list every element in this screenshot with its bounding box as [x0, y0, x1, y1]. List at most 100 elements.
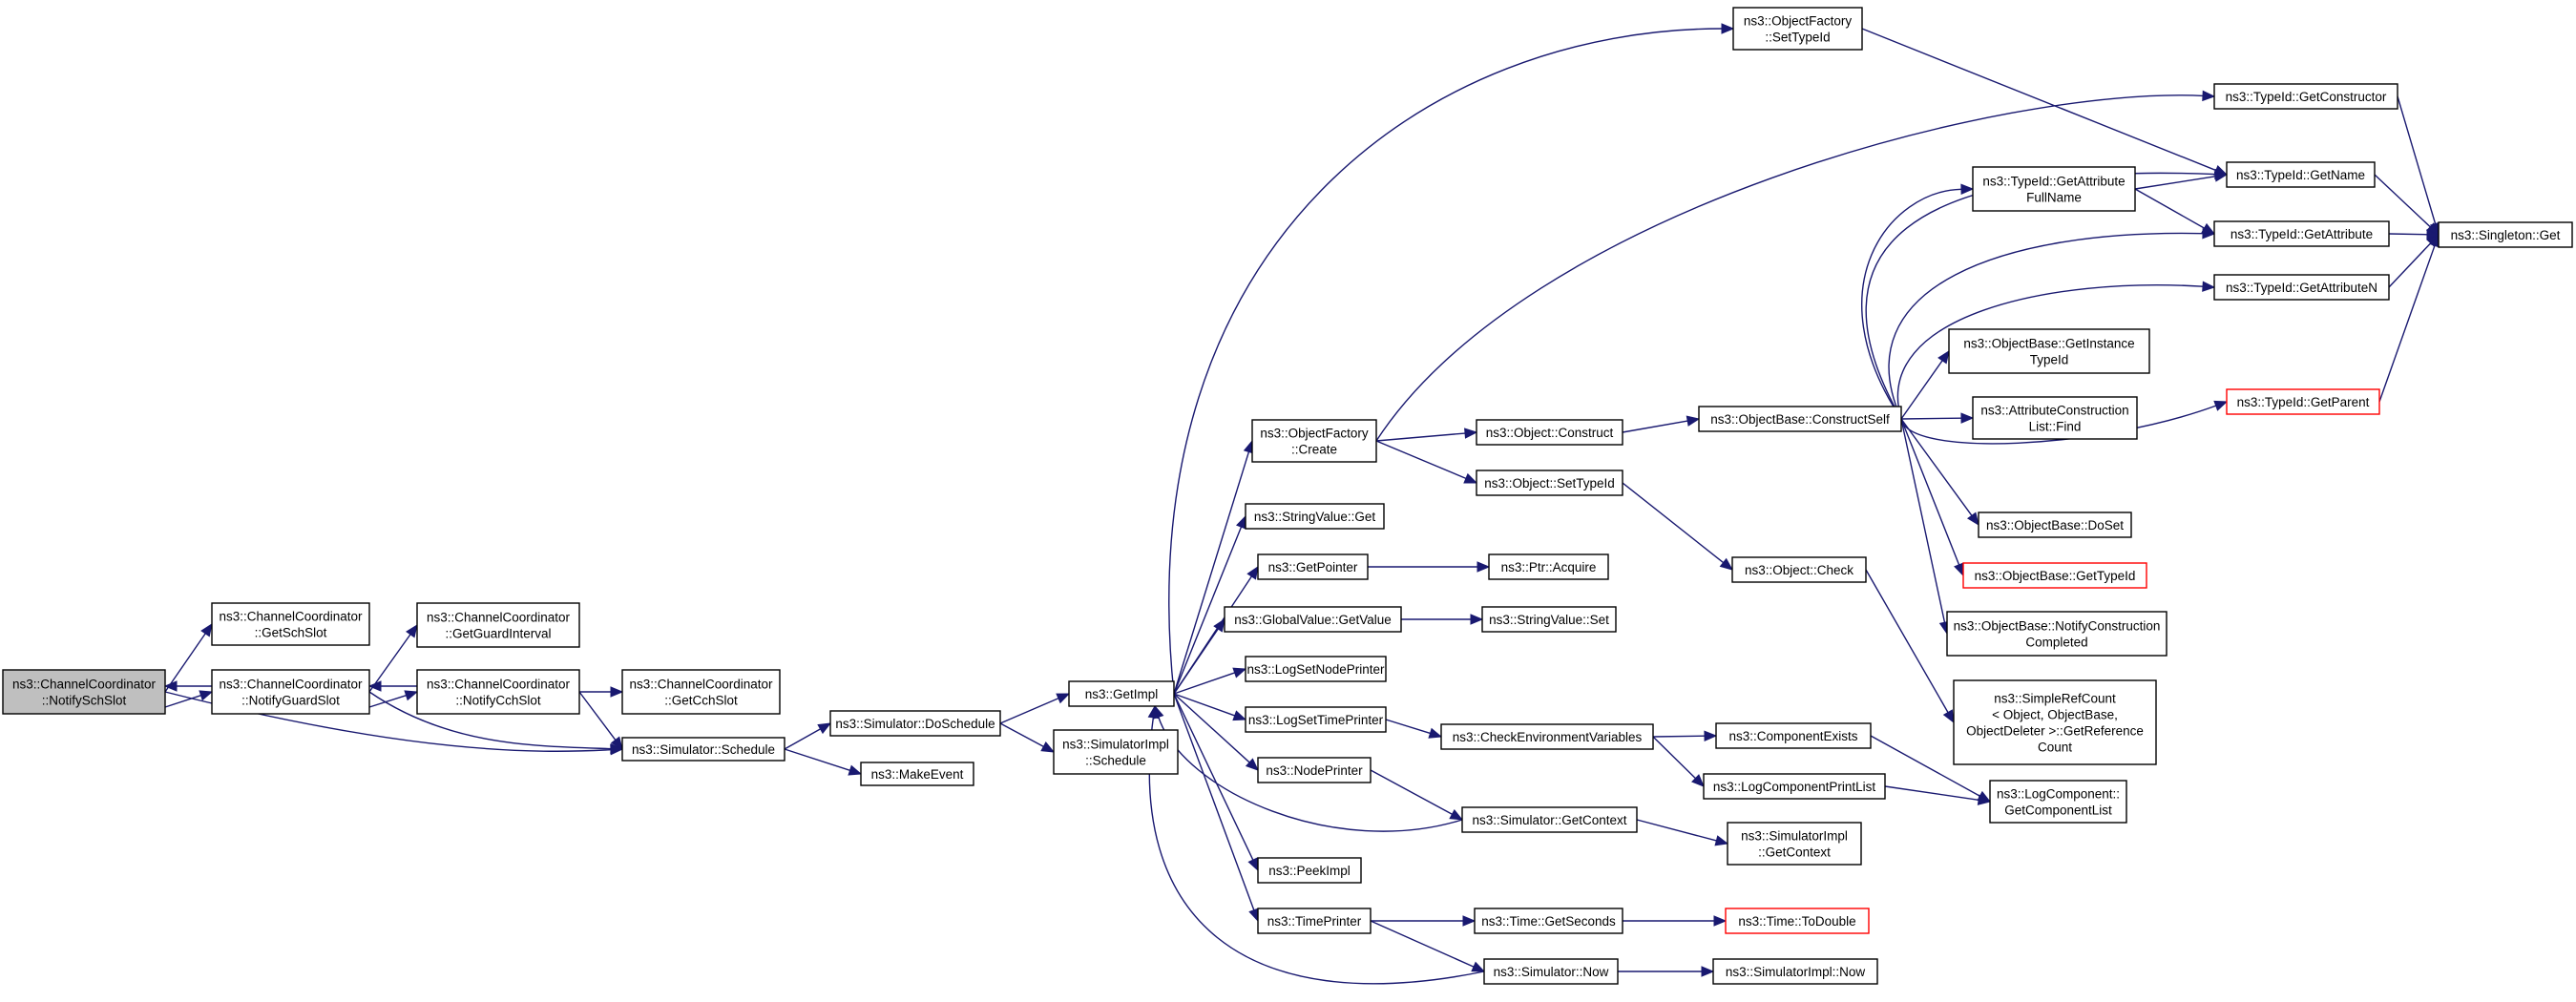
node-obj-factory-create[interactable]: ns3::ObjectFactory::Create	[1251, 419, 1377, 463]
node-box-type-id-get-parent[interactable]	[2226, 388, 2380, 415]
node-box-schedule[interactable]	[621, 737, 785, 762]
node-check-env-vars[interactable]: ns3::CheckEnvironmentVariables	[1440, 723, 1654, 750]
node-box-object-base-notify-construction-completed[interactable]	[1946, 611, 2168, 657]
node-box-global-value-get-value[interactable]	[1224, 606, 1402, 633]
node-box-log-component-get-component-list[interactable]	[1989, 780, 2127, 824]
node-box-sim-now[interactable]	[1483, 958, 1619, 985]
node-sim-impl-now[interactable]: ns3::SimulatorImpl::Now	[1712, 958, 1878, 985]
node-box-log-set-node-printer[interactable]	[1245, 656, 1387, 682]
node-box-object-base-construct-self[interactable]	[1698, 406, 1902, 432]
node-object-construct[interactable]: ns3::Object::Construct	[1476, 419, 1623, 446]
node-box-type-id-get-attribute-n[interactable]	[2213, 274, 2390, 301]
node-log-component-print-list[interactable]: ns3::LogComponentPrintList	[1703, 773, 1886, 800]
node-object-base-get-type-id[interactable]: ns3::ObjectBase::GetTypeId	[1962, 562, 2147, 589]
node-box-get-pointer[interactable]	[1257, 553, 1369, 580]
node-box-object-base-get-type-id[interactable]	[1962, 562, 2147, 589]
node-box-time-printer[interactable]	[1257, 908, 1372, 934]
node-object-base-construct-self[interactable]: ns3::ObjectBase::ConstructSelf	[1698, 406, 1902, 432]
node-box-sim-get-context[interactable]	[1461, 806, 1638, 833]
node-box-node-printer[interactable]	[1257, 757, 1372, 783]
node-make-event[interactable]: ns3::MakeEvent	[860, 762, 974, 786]
node-simple-ref-count-get-ref-count[interactable]: ns3::SimpleRefCount< Object, ObjectBase,…	[1953, 679, 2157, 765]
node-peek-impl[interactable]: ns3::PeekImpl	[1257, 857, 1362, 884]
node-get-pointer[interactable]: ns3::GetPointer	[1257, 553, 1369, 580]
node-node-printer[interactable]: ns3::NodePrinter	[1257, 757, 1372, 783]
node-notify-sch-slot[interactable]: ns3::ChannelCoordinator::NotifySchSlot	[2, 669, 166, 715]
node-box-get-sch-slot[interactable]	[211, 602, 370, 646]
node-component-exists[interactable]: ns3::ComponentExists	[1715, 722, 1872, 749]
node-box-notify-guard-slot[interactable]	[211, 669, 370, 715]
node-schedule[interactable]: ns3::Simulator::Schedule	[621, 737, 785, 762]
node-box-check-env-vars[interactable]	[1440, 723, 1654, 750]
node-box-string-value-set[interactable]	[1481, 606, 1617, 633]
node-time-to-double[interactable]: ns3::Time::ToDouble	[1725, 908, 1870, 934]
node-get-cch-slot[interactable]: ns3::ChannelCoordinator::GetCchSlot	[621, 669, 781, 715]
node-sim-now[interactable]: ns3::Simulator::Now	[1483, 958, 1619, 985]
node-box-obj-factory-create[interactable]	[1251, 419, 1377, 463]
node-box-sim-impl-now[interactable]	[1712, 958, 1878, 985]
node-notify-guard-slot[interactable]: ns3::ChannelCoordinator::NotifyGuardSlot	[211, 669, 370, 715]
node-time-get-seconds[interactable]: ns3::Time::GetSeconds	[1474, 908, 1623, 934]
node-do-schedule[interactable]: ns3::Simulator::DoSchedule	[829, 710, 1001, 737]
node-box-singleton-get[interactable]	[2438, 221, 2573, 248]
node-box-get-cch-slot[interactable]	[621, 669, 781, 715]
node-box-sim-impl-schedule[interactable]	[1053, 729, 1179, 775]
node-object-check[interactable]: ns3::Object::Check	[1731, 556, 1867, 583]
node-time-printer[interactable]: ns3::TimePrinter	[1257, 908, 1372, 934]
node-object-base-do-set[interactable]: ns3::ObjectBase::DoSet	[1978, 511, 2132, 538]
node-string-value-set[interactable]: ns3::StringValue::Set	[1481, 606, 1617, 633]
node-log-set-node-printer[interactable]: ns3::LogSetNodePrinter	[1245, 656, 1387, 682]
node-box-log-set-time-printer[interactable]	[1245, 706, 1387, 733]
node-get-guard-interval[interactable]: ns3::ChannelCoordinator::GetGuardInterva…	[416, 602, 580, 648]
node-box-string-value-get[interactable]	[1245, 503, 1385, 530]
node-box-object-check[interactable]	[1731, 556, 1867, 583]
node-box-object-construct[interactable]	[1476, 419, 1623, 446]
node-type-id-get-attribute[interactable]: ns3::TypeId::GetAttribute	[2213, 220, 2390, 247]
node-box-object-base-get-instance-type-id[interactable]	[1948, 328, 2150, 374]
node-box-do-schedule[interactable]	[829, 710, 1001, 737]
node-box-log-component-print-list[interactable]	[1703, 773, 1886, 800]
node-sim-get-context[interactable]: ns3::Simulator::GetContext	[1461, 806, 1638, 833]
node-box-component-exists[interactable]	[1715, 722, 1872, 749]
node-string-value-get[interactable]: ns3::StringValue::Get	[1245, 503, 1385, 530]
node-type-id-get-parent[interactable]: ns3::TypeId::GetParent	[2226, 388, 2380, 415]
node-box-obj-factory-set-type-id[interactable]	[1732, 7, 1863, 51]
node-box-object-base-do-set[interactable]	[1978, 511, 2132, 538]
node-box-type-id-get-name[interactable]	[2226, 161, 2376, 188]
node-box-time-to-double[interactable]	[1725, 908, 1870, 934]
node-box-ptr-acquire[interactable]	[1488, 553, 1609, 580]
node-ptr-acquire[interactable]: ns3::Ptr::Acquire	[1488, 553, 1609, 580]
node-object-base-notify-construction-completed[interactable]: ns3::ObjectBase::NotifyConstructionCompl…	[1946, 611, 2168, 657]
node-box-type-id-get-attr-full-name[interactable]	[1972, 166, 2136, 212]
node-type-id-get-attribute-n[interactable]: ns3::TypeId::GetAttributeN	[2213, 274, 2390, 301]
node-sim-impl-schedule[interactable]: ns3::SimulatorImpl::Schedule	[1053, 729, 1179, 775]
node-type-id-get-name[interactable]: ns3::TypeId::GetName	[2226, 161, 2376, 188]
node-box-peek-impl[interactable]	[1257, 857, 1362, 884]
node-box-type-id-get-attribute[interactable]	[2213, 220, 2390, 247]
node-notify-cch-slot[interactable]: ns3::ChannelCoordinator::NotifyCchSlot	[416, 669, 580, 715]
node-box-sim-impl-get-context[interactable]	[1727, 822, 1862, 866]
node-box-time-get-seconds[interactable]	[1474, 908, 1623, 934]
node-type-id-get-constructor[interactable]: ns3::TypeId::GetConstructor	[2213, 83, 2398, 110]
node-box-type-id-get-constructor[interactable]	[2213, 83, 2398, 110]
node-log-component-get-component-list[interactable]: ns3::LogComponent::GetComponentList	[1989, 780, 2127, 824]
node-get-impl[interactable]: ns3::GetImpl	[1068, 680, 1175, 707]
node-box-make-event[interactable]	[860, 762, 974, 786]
node-box-notify-sch-slot[interactable]	[2, 669, 166, 715]
node-box-get-guard-interval[interactable]	[416, 602, 580, 648]
node-obj-factory-set-type-id[interactable]: ns3::ObjectFactory::SetTypeId	[1732, 7, 1863, 51]
node-box-attr-construction-list-find[interactable]	[1972, 396, 2138, 440]
node-get-sch-slot[interactable]: ns3::ChannelCoordinator::GetSchSlot	[211, 602, 370, 646]
node-object-set-type-id[interactable]: ns3::Object::SetTypeId	[1476, 470, 1623, 496]
node-box-simple-ref-count-get-ref-count[interactable]	[1953, 679, 2157, 765]
node-box-notify-cch-slot[interactable]	[416, 669, 580, 715]
node-box-get-impl[interactable]	[1068, 680, 1175, 707]
node-box-object-set-type-id[interactable]	[1476, 470, 1623, 496]
node-log-set-time-printer[interactable]: ns3::LogSetTimePrinter	[1245, 706, 1387, 733]
node-singleton-get[interactable]: ns3::Singleton::Get	[2438, 221, 2573, 248]
node-sim-impl-get-context[interactable]: ns3::SimulatorImpl::GetContext	[1727, 822, 1862, 866]
node-global-value-get-value[interactable]: ns3::GlobalValue::GetValue	[1224, 606, 1402, 633]
